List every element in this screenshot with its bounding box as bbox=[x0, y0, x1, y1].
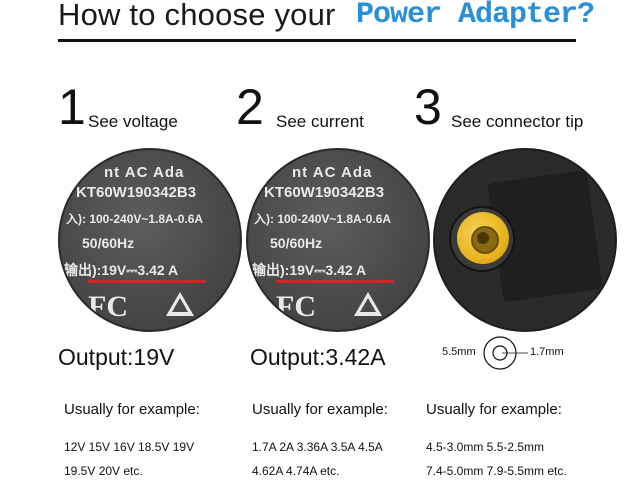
output-current: Output:3.42A bbox=[250, 344, 386, 370]
voltage-label-closeup: nt AC Ada KT60W190342B3 入): 100-240V~1.8… bbox=[58, 148, 242, 332]
output-highlight-underline bbox=[88, 280, 206, 283]
label-line-brand: nt AC Ada bbox=[104, 164, 185, 181]
title-divider bbox=[58, 39, 576, 42]
header: How to choose your Power Adapter? bbox=[58, 0, 595, 40]
fcc-logo-icon: FC bbox=[88, 290, 128, 323]
step-3-label: See connector tip bbox=[451, 112, 584, 131]
output-highlight-underline bbox=[276, 280, 394, 283]
label-line-model: KT60W190342B3 bbox=[264, 184, 385, 201]
voltage-examples-line-2: 19.5V 20V etc. bbox=[64, 464, 143, 478]
connector-diameter-diagram-icon bbox=[483, 336, 528, 370]
step-2-number: 2 bbox=[236, 79, 264, 135]
examples-heading-voltage: Usually for example: bbox=[64, 401, 200, 418]
label-line-input: 入): 100-240V~1.8A-0.6A bbox=[254, 212, 392, 226]
step-2-label: See current bbox=[276, 112, 364, 131]
label-line-output: 输出):19V⎓3.42 A bbox=[64, 262, 179, 278]
examples-heading-connector: Usually for example: bbox=[426, 401, 562, 418]
page-title: How to choose your bbox=[58, 0, 336, 32]
label-line-output: 输出):19V⎓3.42 A bbox=[252, 262, 367, 278]
step-1-label: See voltage bbox=[88, 112, 178, 131]
examples-heading-current: Usually for example: bbox=[252, 401, 388, 418]
step-3-number: 3 bbox=[414, 79, 442, 135]
output-voltage: Output:19V bbox=[58, 344, 175, 370]
voltage-examples-line-1: 12V 15V 16V 18.5V 19V bbox=[64, 440, 195, 454]
label-line-input: 入): 100-240V~1.8A-0.6A bbox=[66, 212, 204, 226]
connector-tip-photo bbox=[433, 148, 617, 332]
step-1-number: 1 bbox=[58, 79, 86, 135]
label-line-frequency: 50/60Hz bbox=[82, 235, 135, 251]
label-line-model: KT60W190342B3 bbox=[76, 184, 197, 201]
fcc-logo-icon: FC bbox=[276, 290, 316, 323]
current-examples-line-1: 1.7A 2A 3.36A 3.5A 4.5A bbox=[252, 440, 383, 454]
inner-diameter-label: 1.7mm bbox=[530, 346, 564, 358]
page-title-accent: Power Adapter? bbox=[356, 0, 595, 32]
label-line-brand: nt AC Ada bbox=[292, 164, 373, 181]
label-line-frequency: 50/60Hz bbox=[270, 235, 323, 251]
connector-examples-line-2: 7.4-5.0mm 7.9-5.5mm etc. bbox=[426, 464, 567, 478]
current-label-closeup: nt AC Ada KT60W190342B3 入): 100-240V~1.8… bbox=[246, 148, 430, 332]
connector-examples-line-1: 4.5-3.0mm 5.5-2.5mm bbox=[426, 440, 545, 454]
outer-diameter-label: 5.5mm bbox=[442, 346, 476, 358]
current-examples-line-2: 4.62A 4.74A etc. bbox=[252, 464, 340, 478]
